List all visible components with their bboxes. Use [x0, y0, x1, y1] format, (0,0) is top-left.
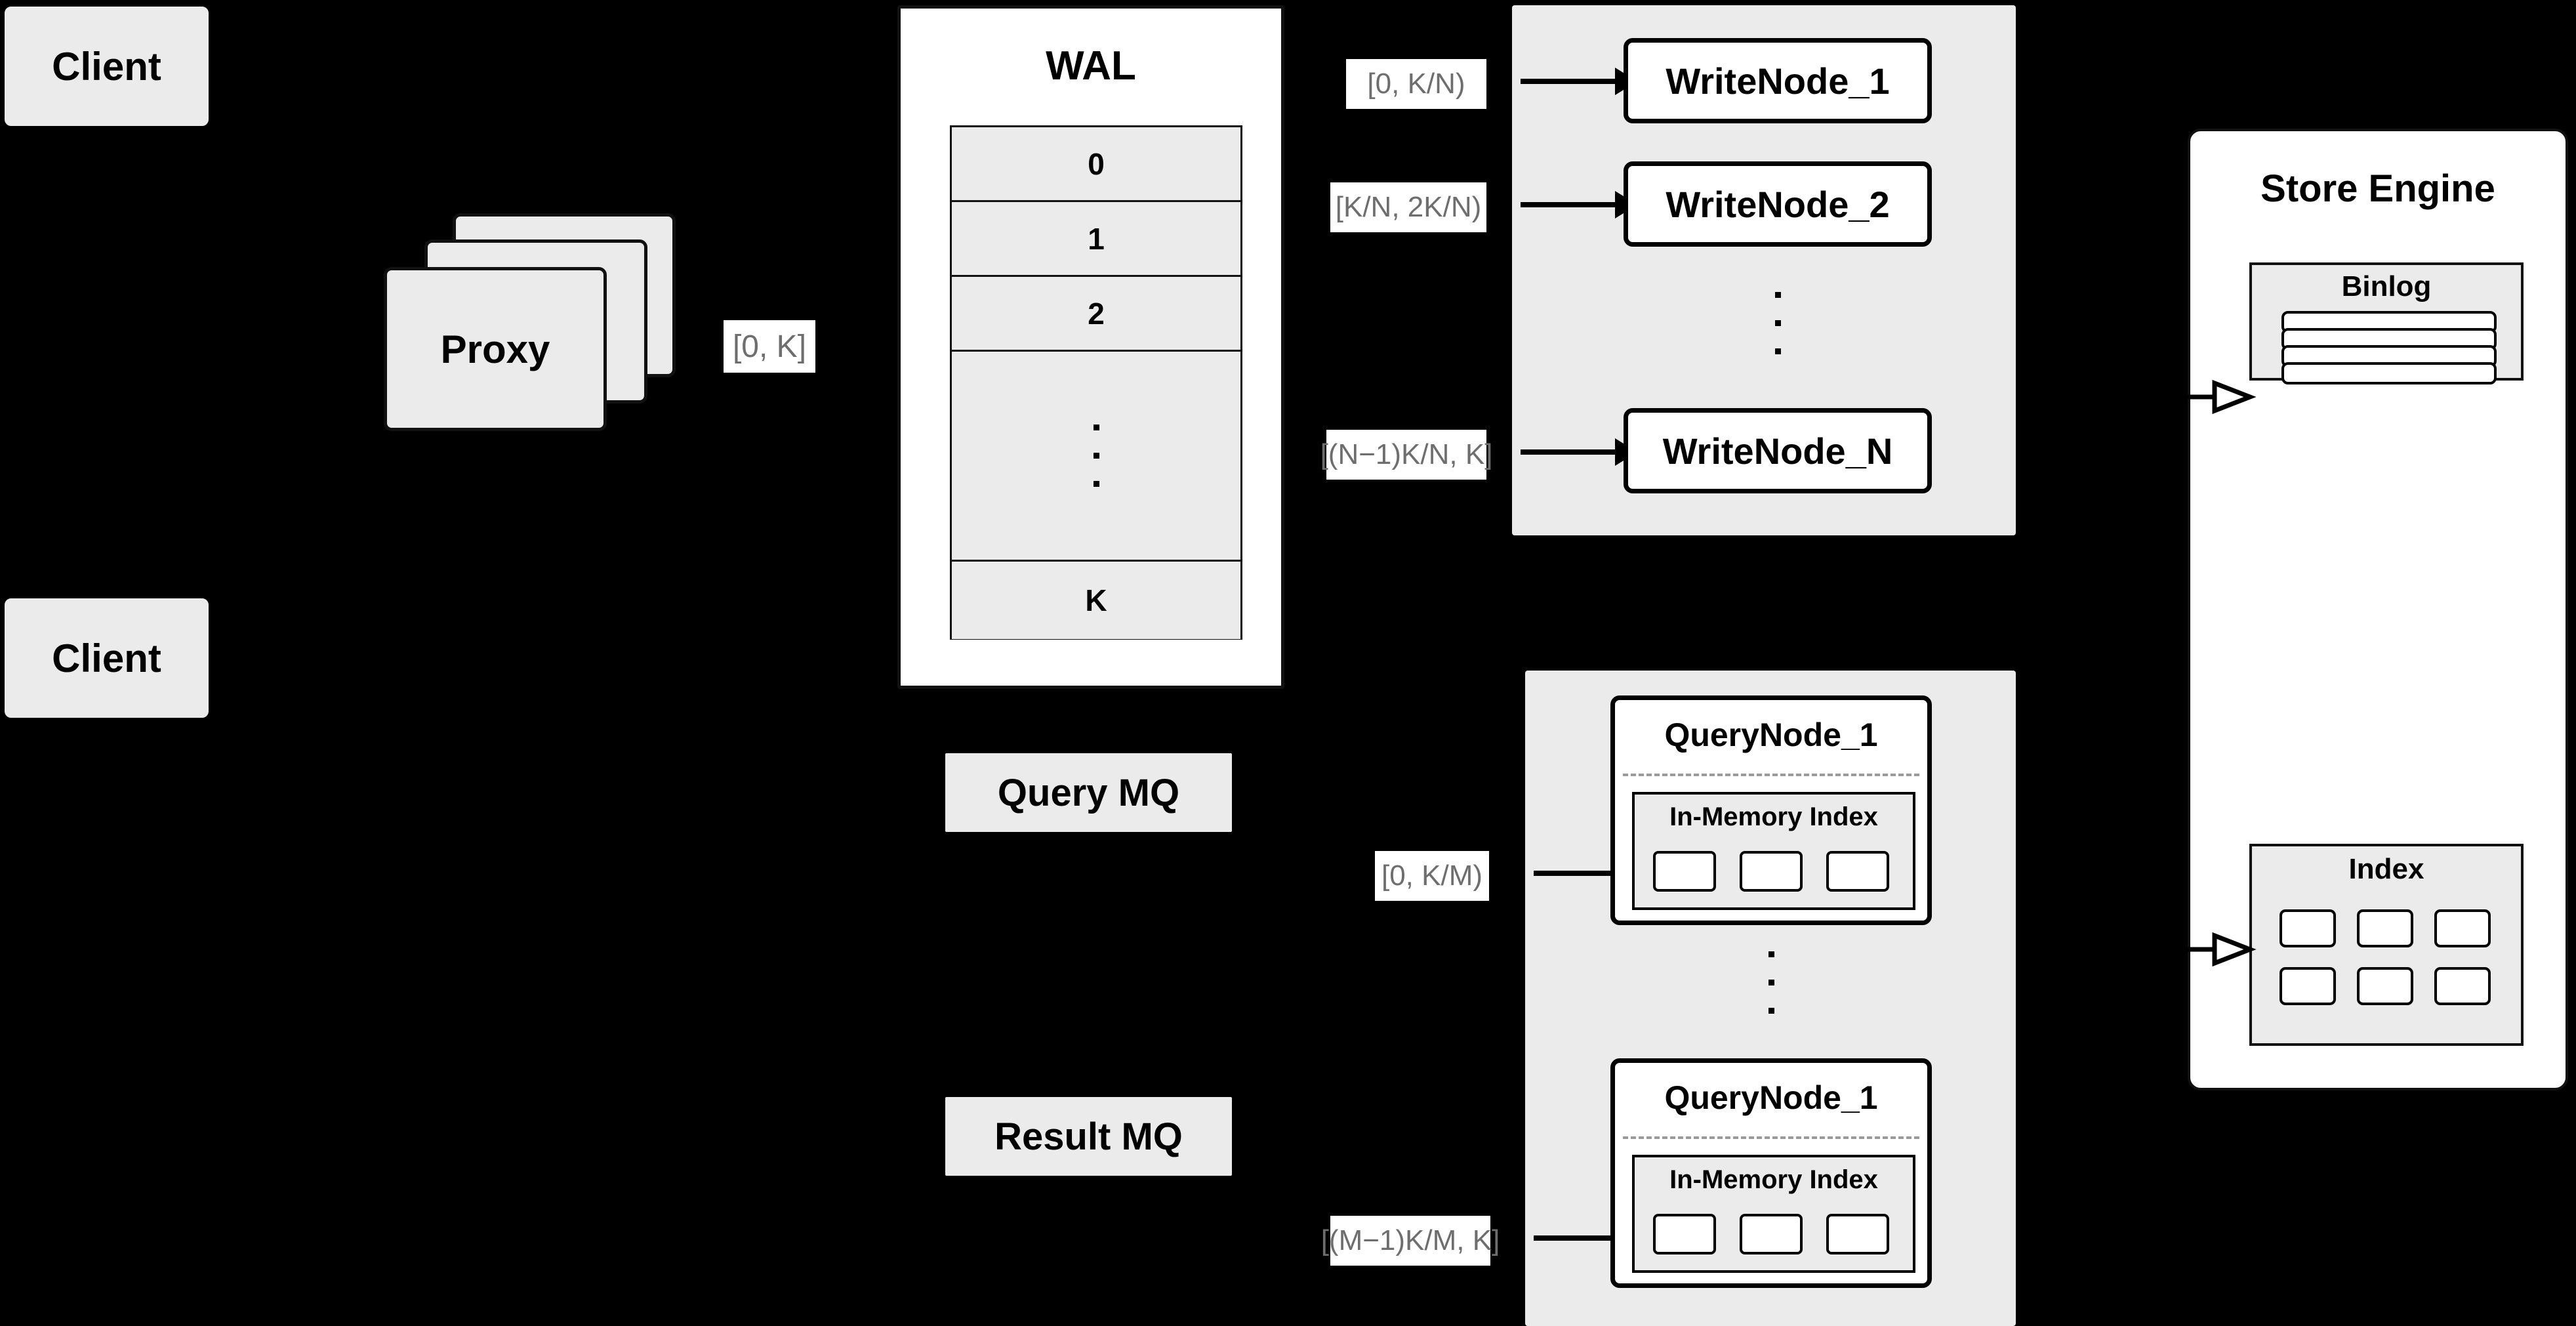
in-memory-index-title-1: In-Memory Index: [1669, 802, 1878, 831]
ellipsis-dot: [1093, 453, 1099, 459]
store-index-cell: [2280, 967, 2336, 1005]
write-range-label-1: [0, K/N): [1346, 59, 1486, 109]
query-node-title-m: QueryNode_1: [1664, 1079, 1878, 1116]
in-memory-index-title-m: In-Memory Index: [1669, 1165, 1878, 1194]
ellipsis-dot: [1774, 292, 1781, 298]
wal-row-2: 2: [952, 277, 1240, 352]
proxy-label: Proxy: [440, 327, 550, 371]
index-cell: [1653, 1214, 1716, 1254]
binlog-segment: [2281, 362, 2497, 384]
write-range-label-2: [K/N, 2K/N): [1330, 182, 1486, 232]
query-node-separator-1: [1623, 774, 1919, 776]
index-cell: [1826, 1214, 1889, 1254]
query-node-box-m[interactable]: QueryNode_1 In-Memory Index: [1610, 1058, 1932, 1288]
proxy-range-label: [0, K]: [724, 320, 815, 373]
store-index-cell: [2434, 909, 2491, 947]
proxy-card-front[interactable]: Proxy: [384, 267, 607, 431]
index-cell: [1826, 851, 1889, 892]
binlog-title: Binlog: [2341, 270, 2432, 302]
ellipsis-dot: [1774, 320, 1781, 326]
ellipsis-dot: [1093, 425, 1099, 430]
write-node-box-n[interactable]: WriteNode_N: [1624, 408, 1932, 493]
write-node-label-n: WriteNode_N: [1662, 430, 1893, 472]
wal-row-1: 1: [952, 202, 1240, 277]
wal-entry-table: 0 1 2 K: [950, 125, 1242, 640]
query-range-label-m: [(M−1)K/M, K]: [1321, 1216, 1500, 1266]
wal-row-ellipsis: [952, 352, 1240, 562]
wal-panel: WAL 0 1 2 K: [897, 5, 1284, 689]
write-node-box-2[interactable]: WriteNode_2: [1624, 161, 1932, 247]
client-box-2[interactable]: Client: [5, 598, 209, 718]
write-arrow-line-2: [1521, 202, 1619, 207]
store-index-cell: [2357, 967, 2413, 1005]
result-mq-box[interactable]: Result MQ: [945, 1097, 1232, 1176]
client-label-1: Client: [52, 44, 161, 89]
write-node-label-2: WriteNode_2: [1666, 183, 1890, 225]
ellipsis-dot: [1093, 481, 1099, 487]
store-index-cell: [2434, 967, 2491, 1005]
query-node-title-1: QueryNode_1: [1664, 716, 1878, 753]
store-index-panel: Index: [2249, 844, 2524, 1046]
index-cell: [1653, 851, 1716, 892]
client-box-1[interactable]: Client: [5, 7, 209, 126]
in-memory-index-1: In-Memory Index: [1632, 792, 1915, 910]
write-cluster-ellipsis: [1745, 279, 1810, 367]
store-engine-title: Store Engine: [2260, 167, 2495, 210]
query-mq-box[interactable]: Query MQ: [945, 753, 1232, 832]
store-index-open-arrow: [2184, 932, 2257, 967]
wal-title: WAL: [1046, 43, 1136, 89]
index-cell: [1740, 851, 1803, 892]
store-index-cell: [2357, 909, 2413, 947]
ellipsis-dot: [1768, 1008, 1774, 1014]
write-arrow-line-n: [1521, 449, 1619, 455]
binlog-open-arrow: [2184, 379, 2257, 415]
result-mq-label: Result MQ: [994, 1115, 1183, 1158]
query-cluster-ellipsis: [1738, 938, 1804, 1027]
query-arrow-line-m: [1534, 1235, 1632, 1241]
ellipsis-dot: [1768, 980, 1774, 985]
write-range-label-n: [(N−1)K/N, K]: [1320, 430, 1492, 480]
query-mq-label: Query MQ: [997, 771, 1180, 814]
store-index-cell: [2280, 909, 2336, 947]
write-node-box-1[interactable]: WriteNode_1: [1624, 38, 1932, 123]
client-label-2: Client: [52, 636, 161, 680]
write-arrow-line-1: [1521, 79, 1619, 84]
in-memory-index-m: In-Memory Index: [1632, 1155, 1915, 1273]
query-range-label-1: [0, K/M): [1375, 851, 1489, 901]
store-index-title: Index: [2348, 853, 2424, 885]
store-engine-panel: Store Engine Binlog Index: [2188, 129, 2568, 1090]
write-node-label-1: WriteNode_1: [1666, 60, 1890, 102]
index-cell: [1740, 1214, 1803, 1254]
ellipsis-dot: [1768, 951, 1774, 957]
wal-row-0: 0: [952, 127, 1240, 202]
query-node-box-1[interactable]: QueryNode_1 In-Memory Index: [1610, 695, 1932, 925]
query-arrow-line-1: [1534, 871, 1632, 876]
query-node-separator-m: [1623, 1136, 1919, 1139]
ellipsis-dot: [1774, 348, 1781, 354]
binlog-panel: Binlog: [2249, 262, 2524, 384]
wal-row-k: K: [952, 562, 1240, 639]
